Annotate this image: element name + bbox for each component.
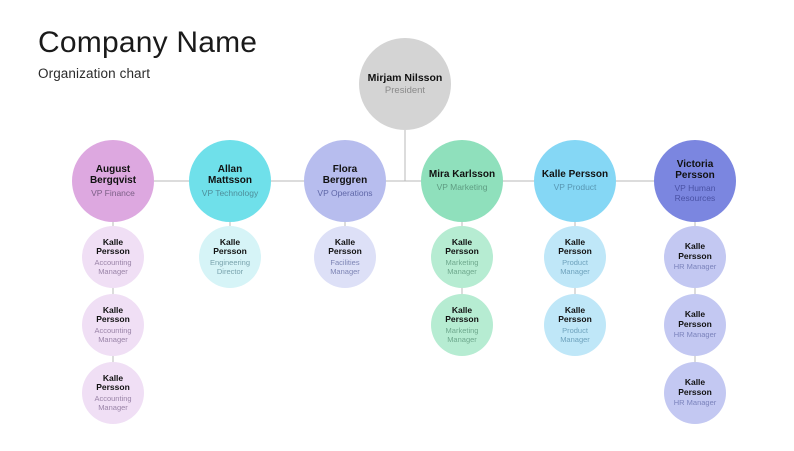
- node-person-name: Kalle Persson: [213, 236, 247, 257]
- node-person-role: HR Manager: [673, 262, 717, 272]
- node-person-role: VP Marketing: [436, 181, 488, 192]
- node-person-role: Facilities Manager: [330, 258, 360, 276]
- node-person-role: Marketing Manager: [445, 258, 479, 276]
- node-person-name: Kalle Persson: [541, 169, 609, 181]
- node-person-name: Mirjam Nilsson: [367, 71, 443, 84]
- node-person-role: Accounting Manager: [94, 326, 132, 344]
- node-person-role: Engineering Director: [209, 258, 251, 276]
- node-person-role: VP Technology: [201, 187, 259, 198]
- node-person-name: Kalle Persson: [328, 236, 362, 257]
- node-person-name: Flora Berggren: [322, 163, 368, 187]
- node-person-name: Victoria Persson: [675, 158, 715, 182]
- node-person-role: HR Manager: [673, 398, 717, 408]
- node-person-role: Product Manager: [560, 326, 590, 344]
- node-person-role: VP Operations: [317, 187, 373, 198]
- node-person-name: Kalle Persson: [96, 236, 130, 257]
- node-person-role: President: [384, 84, 426, 96]
- node-person-role: Accounting Manager: [94, 394, 132, 412]
- node-person-role: VP Finance: [91, 187, 135, 198]
- page-subtitle: Organization chart: [38, 66, 151, 81]
- node-person-name: Mira Karlsson: [428, 169, 496, 181]
- node-person-name: Kalle Persson: [445, 236, 479, 257]
- node-person-role: VP Product: [553, 181, 597, 192]
- node-person-name: Kalle Persson: [678, 376, 712, 397]
- node-person-name: Kalle Persson: [678, 308, 712, 329]
- node-person-name: Kalle Persson: [558, 236, 592, 257]
- node-person-role: VP Human Resources: [674, 182, 716, 203]
- node-person-name: Kalle Persson: [96, 304, 130, 325]
- chart-header: Company Name Organization chart: [38, 26, 257, 81]
- node-person-name: Kalle Persson: [558, 304, 592, 325]
- node-person-name: Kalle Persson: [445, 304, 479, 325]
- node-person-role: Accounting Manager: [94, 258, 132, 276]
- page-title: Company Name: [38, 26, 258, 59]
- node-person-role: Product Manager: [560, 258, 590, 276]
- node-person-name: Kalle Persson: [96, 372, 130, 393]
- node-person-name: August Bergqvist: [89, 163, 137, 187]
- node-person-name: Allan Mattsson: [208, 163, 252, 187]
- node-person-name: Kalle Persson: [678, 240, 712, 261]
- node-person-role: HR Manager: [673, 330, 717, 340]
- node-person-role: Marketing Manager: [445, 326, 479, 344]
